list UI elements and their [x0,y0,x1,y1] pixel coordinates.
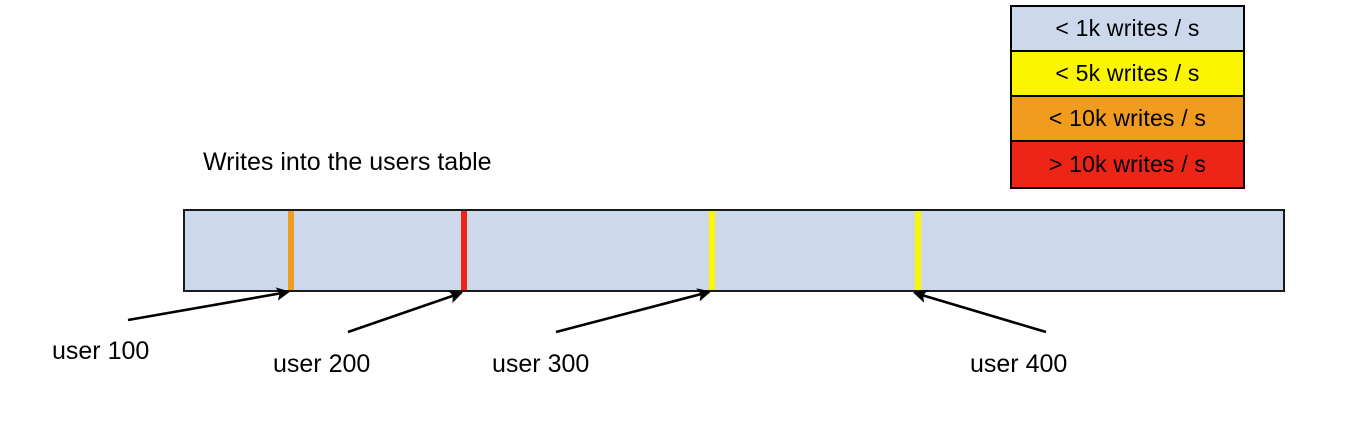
legend-row-label: < 1k writes / s [1055,15,1200,41]
legend-row: < 5k writes / s [1012,52,1243,97]
arrow-user-400 [913,289,1047,334]
arrow-user-200 [347,290,463,334]
legend-row: < 10k writes / s [1012,97,1243,142]
callout-label-user-100: user 100 [52,337,150,365]
legend-row-label: < 10k writes / s [1048,105,1207,131]
callout-label-user-300: user 300 [492,350,590,378]
arrow-user-300 [555,288,712,334]
boundary-stripe-user-400 [915,211,921,290]
legend-row: < 1k writes / s [1012,7,1243,52]
callout-label-user-200: user 200 [273,350,371,378]
users-table-band [183,209,1285,292]
legend-row-label: < 5k writes / s [1055,60,1200,86]
boundary-stripe-user-200 [461,211,467,290]
legend-row-label: > 10k writes / s [1048,151,1207,177]
chart-title: Writes into the users table [203,148,492,176]
legend: < 1k writes / s < 5k writes / s < 10k wr… [1010,5,1245,189]
legend-row: > 10k writes / s [1012,142,1243,187]
boundary-stripe-user-100 [288,211,294,290]
boundary-stripe-user-300 [709,211,715,290]
arrow-user-100 [127,287,291,322]
callout-label-user-400: user 400 [970,350,1068,378]
